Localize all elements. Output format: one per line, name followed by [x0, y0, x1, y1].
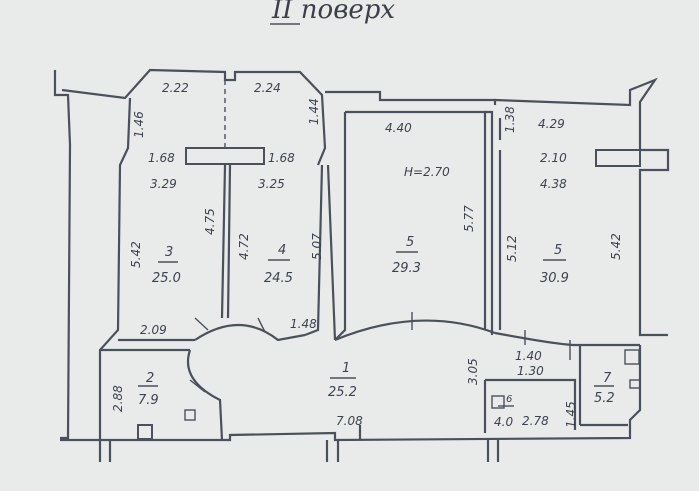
- room-number: 7: [603, 371, 612, 386]
- dim-1-68-b: 1.68: [268, 151, 295, 165]
- dim-1-45: 1.45: [564, 401, 578, 428]
- dim-2-22: 2.22: [162, 81, 189, 95]
- room-area: 4.0: [494, 415, 513, 429]
- room-6-label: 6 4.0: [494, 394, 514, 429]
- dim-5-12: 5.12: [505, 235, 519, 262]
- room-number: 3: [165, 245, 173, 260]
- dim-5-77: 5.77: [462, 205, 476, 232]
- dim-1-40: 1.40: [515, 349, 542, 363]
- beam-3-4: [185, 147, 265, 165]
- dim-1-30: 1.30: [517, 364, 544, 378]
- dim-2-78: 2.78: [522, 414, 549, 428]
- dim-2-24: 2.24: [254, 81, 281, 95]
- room-area: 5.2: [594, 391, 615, 406]
- dim-4-75: 4.75: [203, 208, 217, 235]
- room-1-label: 1 25.2: [328, 361, 357, 400]
- room-5b-label: 5 30.9: [540, 243, 569, 286]
- room-4-label: 4 24.5: [264, 243, 293, 286]
- dim-2-09: 2.09: [140, 323, 167, 337]
- dim-3-25: 3.25: [258, 177, 285, 191]
- sink-fixture: [184, 409, 196, 421]
- dim-7-08: 7.08: [336, 414, 363, 428]
- room-2-label: 2 7.9: [138, 371, 159, 408]
- dim-4-38: 4.38: [540, 177, 567, 191]
- room-7-fixture: [624, 349, 640, 365]
- room-labels: 3 25.0 4 24.5 5 29.3 5 30.9 1 25.2 2 7.9: [138, 235, 615, 429]
- dim-2-10: 2.10: [540, 151, 567, 165]
- room-5a-label: 5 29.3: [392, 235, 421, 276]
- room-number: 6: [506, 394, 512, 405]
- dim-2-88: 2.88: [111, 385, 125, 412]
- dim-3-05: 3.05: [466, 358, 480, 385]
- room-area: 25.2: [328, 385, 357, 400]
- dim-1-48: 1.48: [290, 317, 317, 331]
- dim-5-42-a: 5.42: [129, 241, 143, 268]
- room-3-label: 3 25.0: [152, 245, 181, 286]
- beam-5b: [595, 149, 641, 167]
- room-number: 1: [342, 361, 350, 376]
- dim-4-40: 4.40: [385, 121, 412, 135]
- room-number: 5: [406, 235, 414, 250]
- dim-1-44: 1.44: [307, 98, 321, 125]
- dim-1-46: 1.46: [132, 111, 146, 138]
- room-area: 7.9: [138, 393, 159, 408]
- dim-1-68-a: 1.68: [148, 151, 175, 165]
- dim-3-29: 3.29: [150, 177, 177, 191]
- interior-walls: [98, 80, 641, 462]
- dim-4-29: 4.29: [538, 117, 565, 131]
- room-number: 5: [554, 243, 562, 258]
- dim-4-72: 4.72: [237, 233, 251, 260]
- dim-5-07: 5.07: [310, 233, 324, 260]
- dimension-labels: 2.22 2.24 1.46 1.44 1.68 1.68 3.29 3.25 …: [111, 81, 623, 428]
- room-area: 30.9: [540, 271, 569, 286]
- dim-1-38: 1.38: [503, 106, 517, 133]
- room-area: 29.3: [392, 261, 421, 276]
- room-number: 4: [278, 243, 286, 258]
- room-area: 25.0: [152, 271, 181, 286]
- room-7-label: 7 5.2: [594, 371, 615, 406]
- plan-title: II поверх: [271, 0, 395, 25]
- room-area: 24.5: [264, 271, 293, 286]
- dim-5-42-b: 5.42: [609, 233, 623, 260]
- wc-fixture: [137, 424, 153, 440]
- dim-h-2-70: H=2.70: [404, 165, 450, 179]
- room-number: 2: [146, 371, 154, 386]
